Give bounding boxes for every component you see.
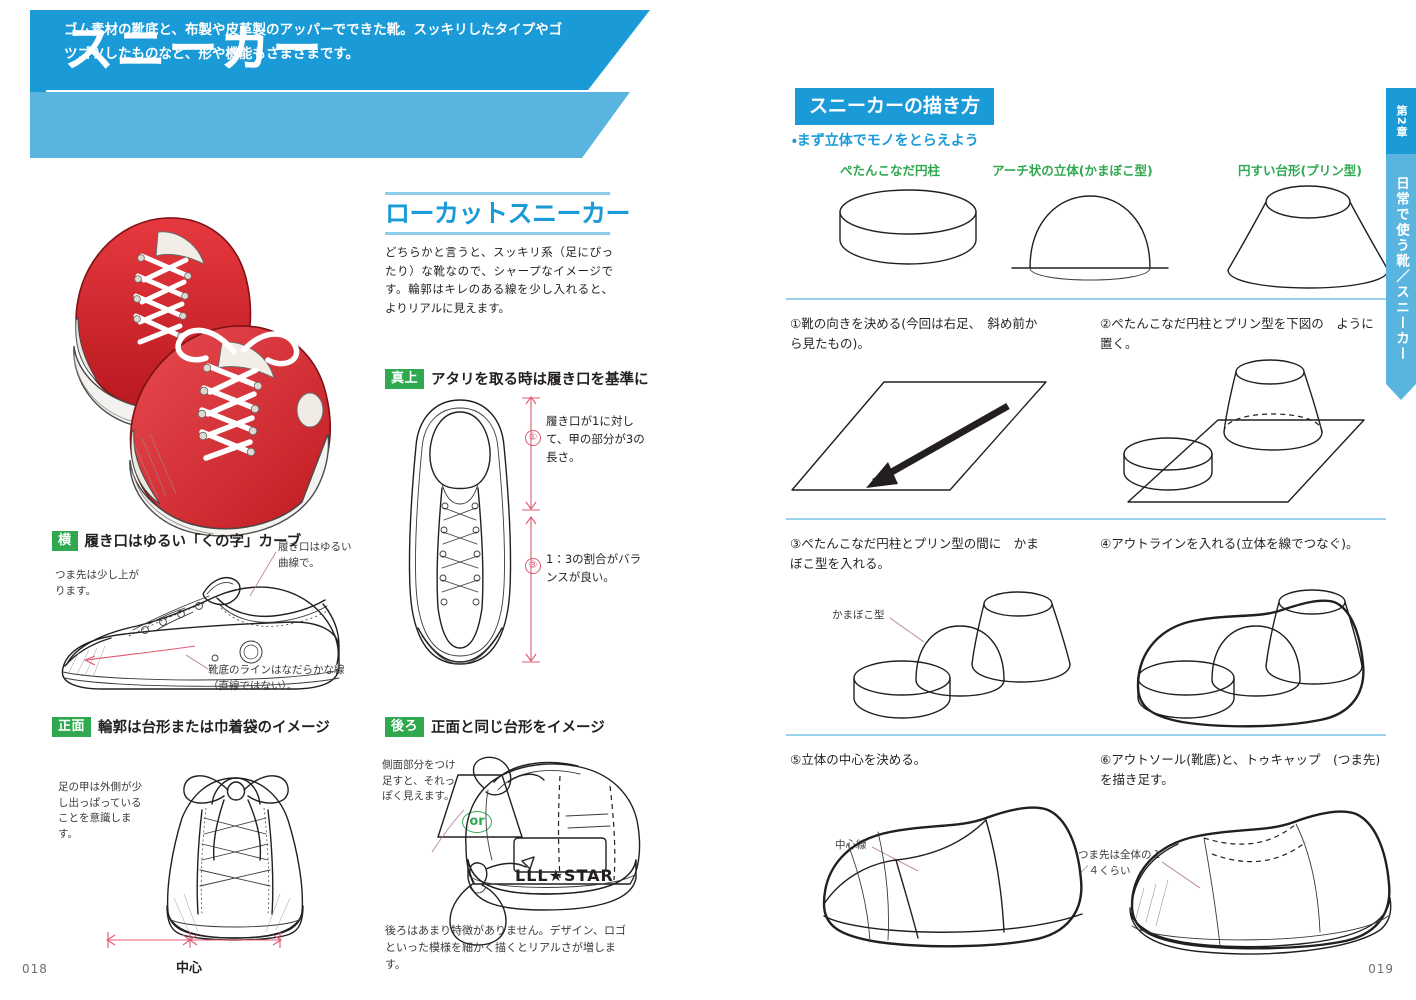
step-4-text: ④アウトラインを入れる(立体を線でつなぐ)。 bbox=[1100, 536, 1359, 551]
topview-heading: 真上 アタリを取る時は履き口を基準に bbox=[385, 368, 649, 389]
howto-divider-2 bbox=[786, 518, 1386, 520]
left-page-number: 018 bbox=[22, 962, 48, 976]
page-description: ゴム素材の靴底と、布製や皮革製のアッパーでできた靴。スッキリしたタイプやゴツゴツ… bbox=[64, 22, 563, 62]
chapter-number: 第2章 bbox=[1386, 88, 1416, 154]
header-title-bar bbox=[30, 10, 650, 90]
backview-logo-text: LLL★STAR bbox=[515, 866, 614, 885]
backview-tag: 後ろ bbox=[385, 716, 425, 737]
step-6-callout: つま先は全体の１／４くらい bbox=[1078, 849, 1162, 877]
topview-marker-3: ③ bbox=[525, 558, 541, 574]
title-rule-top bbox=[385, 192, 610, 195]
lowcut-body-text: どちらかと言うと、スッキリ系（足にぴったり）な靴なので、シャープなイメージです。… bbox=[385, 245, 613, 315]
frontview-heading-text: 輪郭は台形または巾着袋のイメージ bbox=[98, 720, 330, 736]
sideview-shoe-diagram bbox=[45, 560, 365, 710]
backview-leader bbox=[431, 809, 465, 853]
step-3-callout: かまぼこ型 bbox=[832, 609, 885, 621]
chapter-name: 日常で使う靴／スニーカー bbox=[1386, 154, 1416, 384]
page-title: スニーカー bbox=[64, 20, 324, 78]
step-2-text: ②ぺたんこなだ円柱とプリン型を下図の ように置く。 bbox=[1100, 316, 1374, 351]
lowcut-title: ローカットスニーカー bbox=[385, 199, 631, 228]
topview-heading-text: アタリを取る時は履き口を基準に bbox=[431, 372, 649, 388]
header-subtitle-bar bbox=[30, 92, 630, 158]
shape-pudding-frustum bbox=[1227, 185, 1389, 289]
topview-note-1: 履き口が1に対して、甲の部分が3の長さ。 bbox=[546, 414, 645, 464]
howto-divider-3 bbox=[786, 734, 1386, 736]
shape-arch-solid bbox=[1011, 195, 1169, 281]
howto-divider bbox=[786, 298, 1386, 300]
sideview-heading: 横 履き口はゆるい「くの字」カーブ bbox=[52, 530, 301, 551]
page-header-band: スニーカー ゴム素材の靴底と、布製や皮革製のアッパーでできた靴。スッキリしたタイ… bbox=[30, 10, 680, 158]
right-page: スニーカーの描き方 ・まず立体でモノをとらえよう ぺたんこなだ円柱 アーチ状の立… bbox=[700, 0, 1416, 1000]
sideview-note-collar: 履き口はゆるい曲線で。 bbox=[278, 541, 352, 569]
backview-heading: 後ろ 正面と同じ台形をイメージ bbox=[385, 716, 605, 737]
frontview-tag: 正面 bbox=[52, 716, 92, 737]
right-page-number: 019 bbox=[1368, 962, 1394, 976]
step-3-leader bbox=[889, 617, 925, 643]
topview-tag: 真上 bbox=[385, 368, 425, 389]
step-6-text: ⑥アウトソール(靴底)と、トゥキャップ (つま先)を描き足す。 bbox=[1100, 752, 1381, 787]
step-4-diagram bbox=[1136, 589, 1365, 728]
header-left-accent-bar-2 bbox=[30, 92, 46, 158]
topview-shoe-diagram bbox=[390, 392, 530, 682]
sideview-tag: 横 bbox=[52, 530, 78, 551]
howto-section-title: スニーカーの描き方 bbox=[795, 88, 995, 125]
backview-heading-text: 正面と同じ台形をイメージ bbox=[431, 720, 605, 736]
step-5-text: ⑤立体の中心を決める。 bbox=[790, 752, 927, 767]
step-1-text: ①靴の向きを決める(今回は右足、 斜め前から見たもの)。 bbox=[790, 316, 1038, 351]
title-rule-bottom bbox=[385, 232, 610, 235]
or-label: or bbox=[462, 811, 492, 833]
step-6-leader bbox=[1161, 861, 1201, 889]
backview-shoe-diagram bbox=[448, 742, 658, 917]
sideview-heading-text: 履き口はゆるい「くの字」カーブ bbox=[84, 534, 302, 550]
topview-note-3: 1：3の割合がバランスが良い。 bbox=[546, 552, 642, 584]
frontview-note-instep: 足の甲は外側が少し出っぱっていることを意識します。 bbox=[58, 781, 142, 840]
howto-subtitle: ・まず立体でモノをとらえよう bbox=[792, 133, 979, 149]
step-5-diagram bbox=[822, 806, 1083, 948]
step-6-diagram bbox=[1129, 810, 1392, 955]
sideview-leader-collar bbox=[249, 551, 277, 597]
backview-note-side: 側面部分をつけ足すと、それっぽく見えます。 bbox=[382, 759, 456, 802]
shape-label-arch: アーチ状の立体(かまぼこ型) bbox=[992, 163, 1153, 178]
step-5-leader bbox=[871, 846, 919, 872]
frontview-shoe-diagram bbox=[140, 748, 330, 948]
shape-label-frustum: 円すい台形(プリン型) bbox=[1238, 163, 1362, 178]
front-shoe bbox=[129, 325, 331, 537]
frontview-center-label: 中心 bbox=[176, 961, 203, 976]
step-1-diagram bbox=[791, 381, 1047, 491]
step-2-diagram bbox=[1123, 359, 1365, 503]
step-3-diagram bbox=[853, 591, 1071, 719]
frontview-heading: 正面 輪郭は台形または巾着袋のイメージ bbox=[52, 716, 330, 737]
red-sneakers-illustration bbox=[38, 160, 378, 540]
shape-label-cylinder: ぺたんこなだ円柱 bbox=[840, 163, 941, 178]
sideview-note-toe: つま先は少し上がります。 bbox=[55, 569, 139, 597]
frontview-center-measure bbox=[105, 932, 283, 948]
step-3-text: ③ぺたんこなだ円柱とプリン型の間に かまぼこ型を入れる。 bbox=[790, 536, 1039, 571]
topview-marker-1: ① bbox=[525, 430, 541, 446]
shape-flat-cylinder bbox=[839, 189, 977, 265]
topview-measure-guides bbox=[520, 392, 542, 672]
lowcut-title-block: ローカットスニーカー bbox=[385, 192, 631, 235]
backview-caption: 後ろはあまり特徴がありません。デザイン、ロゴといった模様を細かく描くとリアルさが… bbox=[385, 924, 627, 971]
side-tab-tip bbox=[1386, 384, 1416, 400]
chapter-side-tab: 第2章 日常で使う靴／スニーカー bbox=[1386, 88, 1416, 400]
sideview-leader-sole bbox=[185, 654, 209, 670]
left-page: スニーカー ゴム素材の靴底と、布製や皮革製のアッパーでできた靴。スッキリしたタイ… bbox=[0, 0, 700, 1000]
